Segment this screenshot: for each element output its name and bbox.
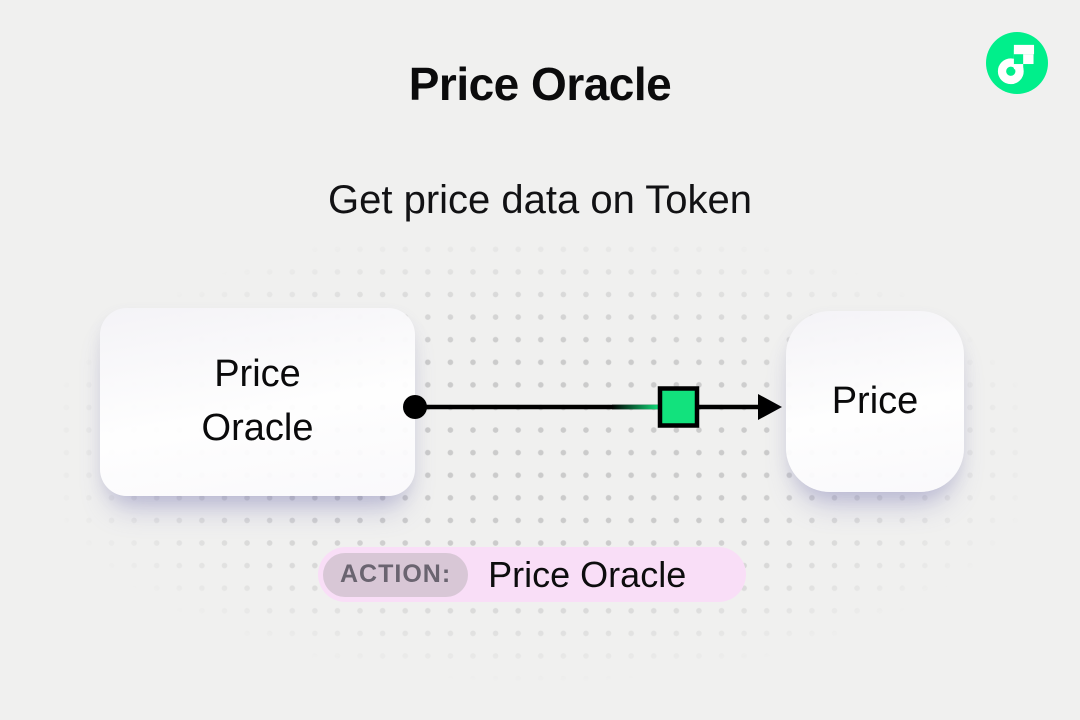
connector-arrow bbox=[403, 386, 782, 428]
node-price-oracle: Price Oracle bbox=[100, 308, 415, 496]
connector-arrowhead-icon bbox=[758, 394, 782, 420]
flow-logo-icon bbox=[986, 32, 1048, 94]
page-subtitle: Get price data on Token bbox=[328, 178, 752, 222]
node-price: Price bbox=[786, 311, 964, 492]
page-title: Price Oracle bbox=[408, 58, 672, 110]
connector-packet-square bbox=[657, 386, 700, 428]
flow-logo-svg bbox=[986, 32, 1048, 94]
action-badge: ACTION: Price Oracle bbox=[318, 547, 746, 602]
connector-line-green-fade bbox=[612, 404, 660, 410]
connector-start-dot bbox=[403, 395, 427, 419]
action-badge-value: Price Oracle bbox=[488, 553, 687, 595]
action-badge-label: ACTION: bbox=[323, 552, 469, 597]
